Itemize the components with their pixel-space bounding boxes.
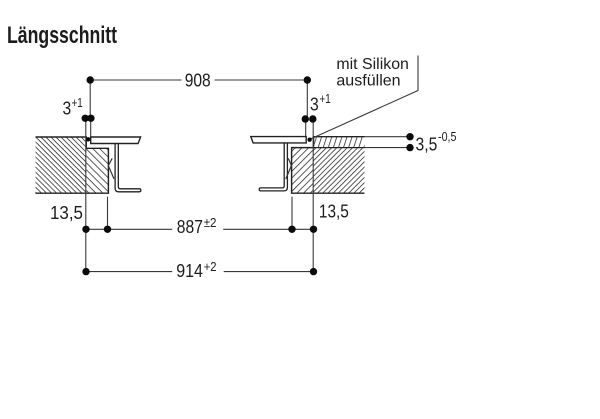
svg-text:887: 887	[177, 217, 203, 237]
svg-text:+1: +1	[320, 92, 331, 106]
svg-text:mit Silikon: mit Silikon	[336, 56, 409, 73]
svg-text:-0,5: -0,5	[438, 130, 457, 144]
svg-text:±2: ±2	[204, 216, 217, 230]
svg-text:3: 3	[63, 99, 72, 119]
svg-text:+2: +2	[204, 260, 217, 274]
svg-text:13,5: 13,5	[319, 201, 349, 221]
svg-text:914: 914	[176, 261, 203, 281]
svg-text:Längsschnitt: Längsschnitt	[7, 22, 117, 49]
svg-text:13,5: 13,5	[50, 203, 83, 223]
svg-text:908: 908	[185, 71, 211, 91]
svg-text:3,5: 3,5	[416, 135, 438, 155]
svg-text:+1: +1	[72, 96, 83, 110]
svg-text:ausfüllen: ausfüllen	[336, 73, 400, 90]
svg-text:3: 3	[310, 95, 319, 115]
